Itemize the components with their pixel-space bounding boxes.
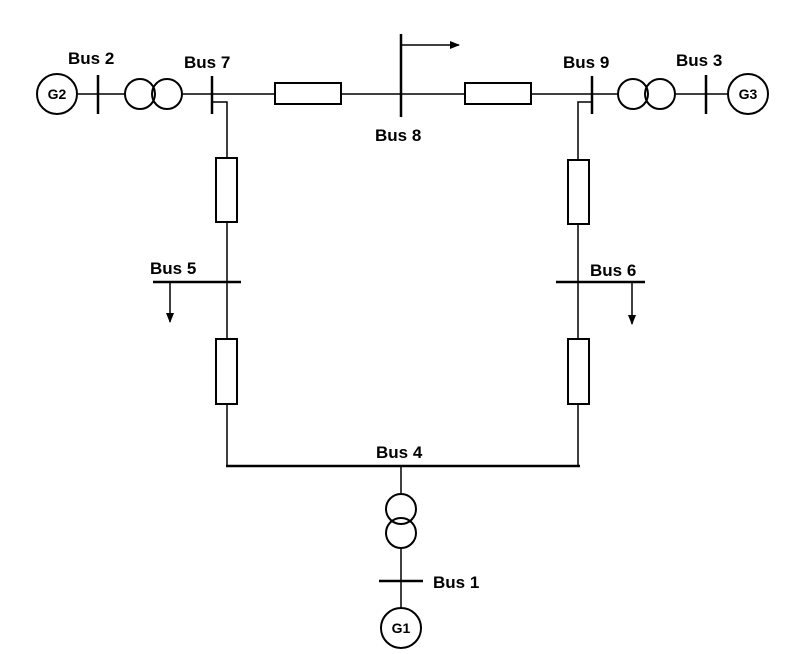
- transformer-t1: [385, 493, 417, 549]
- bus1-label: Bus 1: [433, 573, 479, 592]
- transformer-t2-coil-2: [151, 78, 183, 110]
- line-8-9-impedance: [464, 82, 532, 105]
- bus2-label: Bus 2: [68, 49, 114, 68]
- bus5-label: Bus 5: [150, 259, 196, 278]
- generator-g3-label: G3: [739, 86, 758, 102]
- transformer-t3: [617, 78, 676, 110]
- generator-g3-circle: [727, 73, 769, 115]
- line-9-6-impedance: [567, 159, 590, 225]
- bus9-label: Bus 9: [563, 53, 609, 72]
- bus3-label: Bus 3: [676, 51, 722, 70]
- wire-bus9-line96: [577, 101, 592, 160]
- bus6-label: Bus 6: [590, 261, 636, 280]
- wire-bus7-line75: [212, 101, 228, 158]
- line-7-5-impedance: [215, 157, 238, 223]
- bus8-label: Bus 8: [375, 126, 421, 145]
- line-7-8-impedance: [274, 82, 342, 105]
- transformer-t2: [124, 78, 183, 110]
- transformer-t3-coil-2: [644, 78, 676, 110]
- bus7-label: Bus 7: [184, 53, 230, 72]
- line-5-4-impedance: [215, 338, 238, 405]
- transformer-t1-coil-2: [385, 517, 417, 549]
- generator-g2-label: G2: [48, 86, 67, 102]
- generator-g3: G3: [727, 73, 769, 115]
- generator-g2-circle: [36, 73, 78, 115]
- generator-g1-circle: [380, 607, 422, 649]
- bus4-label: Bus 4: [376, 443, 423, 462]
- generator-g1: G1: [380, 607, 422, 649]
- left-branch-wiring: [212, 101, 228, 466]
- right-branch-wiring: [577, 101, 592, 466]
- transformer-t1-coil-1: [385, 493, 417, 525]
- transformer-t3-coil-1: [617, 78, 649, 110]
- generator-g1-label: G1: [392, 620, 411, 636]
- transformer-t2-coil-1: [124, 78, 156, 110]
- line-6-4-impedance: [567, 338, 590, 405]
- generator-g2: G2: [36, 73, 78, 115]
